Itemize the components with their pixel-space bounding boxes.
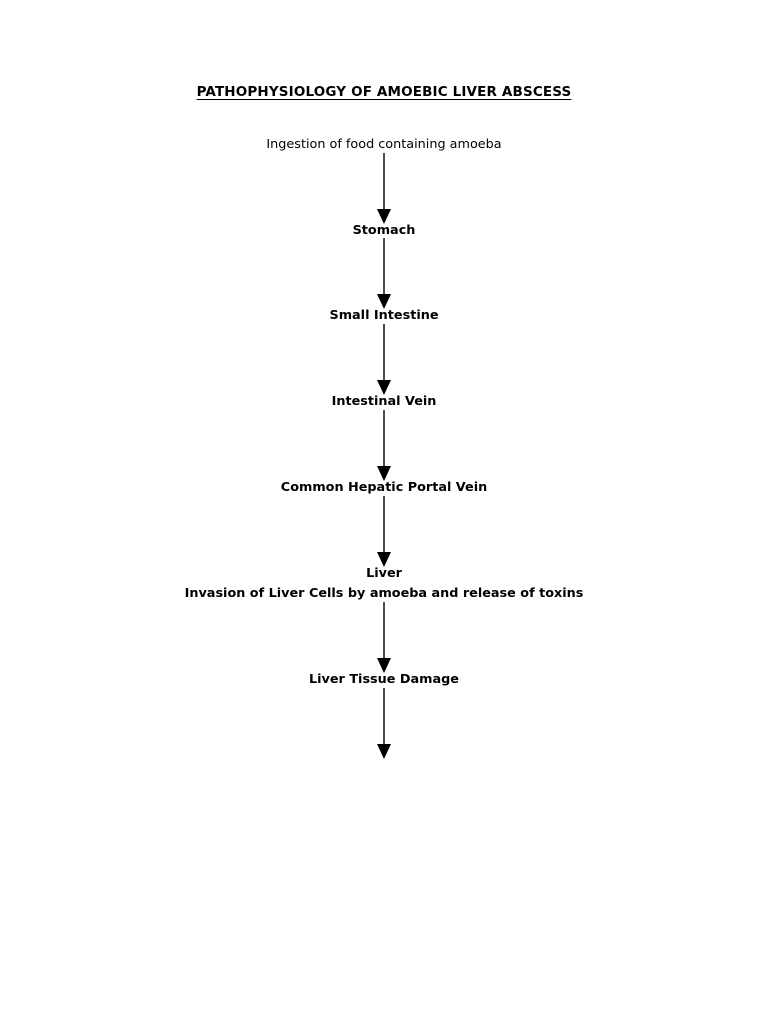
down-arrow-icon (376, 687, 392, 759)
flow-node-common-hepatic-portal-vein: Common Hepatic Portal Vein (280, 479, 488, 495)
down-arrow-icon (376, 324, 392, 396)
down-arrow-icon (376, 495, 392, 567)
flow-node-liver-tissue-damage: Liver Tissue Damage (309, 671, 459, 687)
flow-node-invasion-of-liver-cells: Invasion of Liver Cells by amoeba and re… (184, 586, 584, 602)
flow-node-stomach: Stomach (352, 222, 416, 238)
down-arrow-icon (376, 601, 392, 673)
flowchart-container: PATHOPHYSIOLOGY OF AMOEBIC LIVER ABSCESS… (184, 84, 584, 759)
flow-node-liver: Liver (366, 565, 402, 581)
flow-node-intestinal-vein: Intestinal Vein (331, 394, 437, 410)
down-arrow-icon (376, 409, 392, 481)
flow-node-small-intestine: Small Intestine (329, 308, 439, 324)
down-arrow-icon (376, 152, 392, 224)
flow-node-ingestion: Ingestion of food containing amoeba (266, 137, 502, 152)
page-title: PATHOPHYSIOLOGY OF AMOEBIC LIVER ABSCESS (196, 84, 572, 100)
down-arrow-icon (376, 238, 392, 310)
